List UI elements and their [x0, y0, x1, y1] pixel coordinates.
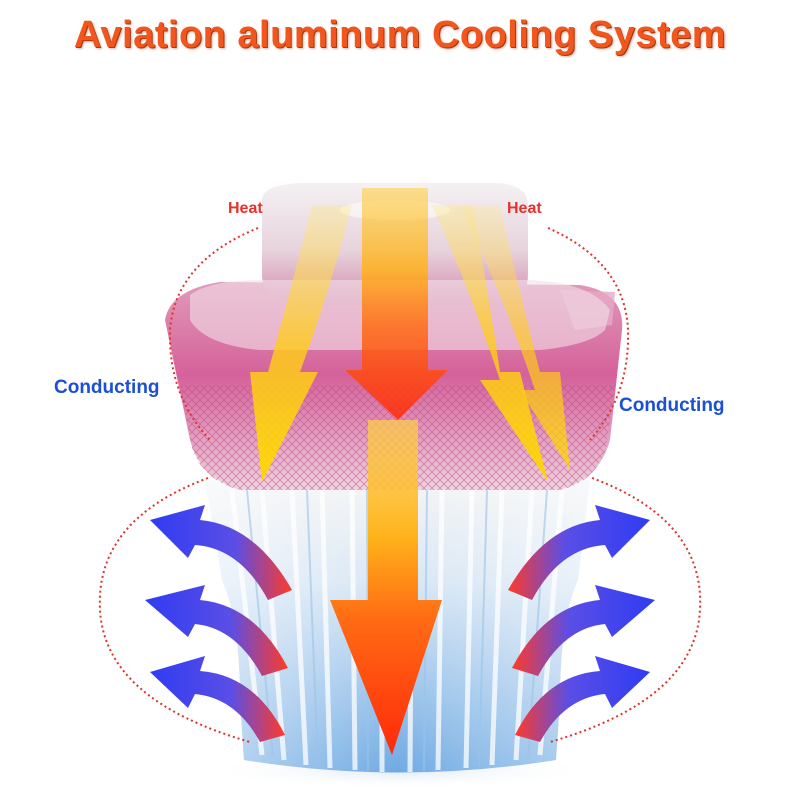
heat-flow-arrow [250, 205, 570, 482]
air-flow-arrow-right [508, 505, 655, 742]
conducting-label-right: Conducting [619, 395, 725, 416]
heat-loop-dashed [168, 227, 630, 441]
air-flow-arrow-left [145, 505, 292, 742]
page-title: Aviation aluminum Cooling System [73, 14, 727, 56]
heat-flow-arrow-center [330, 188, 448, 755]
heat-label-left: Heat [228, 200, 263, 217]
heat-label-right: Heat [507, 200, 542, 217]
conducting-label-left: Conducting [54, 377, 160, 398]
